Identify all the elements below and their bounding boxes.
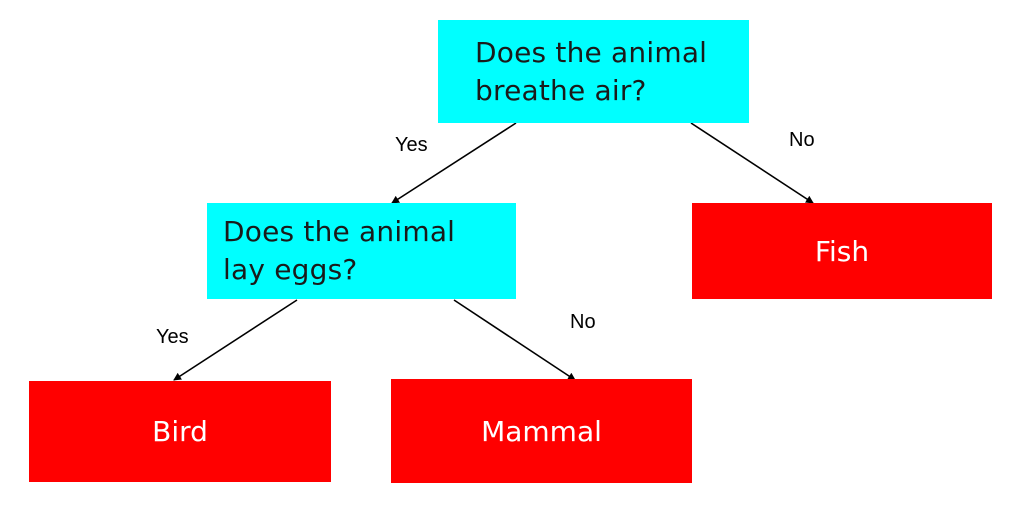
mammal-label: Mammal xyxy=(481,414,602,448)
mammal-leaf-node: Mammal xyxy=(391,379,692,483)
eggs-question-line1: Does the animal xyxy=(223,215,456,248)
root-question-line1: Does the animal xyxy=(475,35,708,69)
edge-eggs-yes xyxy=(173,299,298,381)
root-question-line2: breathe air? xyxy=(475,73,647,107)
edge-label-eggs-no: No xyxy=(570,311,596,333)
edge-root-yes xyxy=(391,122,517,204)
root-question-node: Does the animal breathe air? xyxy=(438,20,749,123)
edge-label-eggs-yes: Yes xyxy=(156,326,189,348)
bird-leaf-node: Bird xyxy=(29,381,331,482)
eggs-question-line2: lay eggs? xyxy=(223,253,358,286)
root-question-text: Does the animal breathe air? xyxy=(475,34,707,110)
bird-label: Bird xyxy=(152,415,208,448)
eggs-question-node: Does the animal lay eggs? xyxy=(207,203,516,299)
edge-label-root-yes: Yes xyxy=(395,134,428,156)
fish-label: Fish xyxy=(814,234,870,268)
fish-leaf-node: Fish xyxy=(692,203,992,299)
eggs-question-text: Does the animal lay eggs? xyxy=(223,213,455,289)
edge-eggs-no xyxy=(453,299,576,381)
edge-label-root-no: No xyxy=(789,129,815,151)
edge-root-no xyxy=(690,122,814,204)
